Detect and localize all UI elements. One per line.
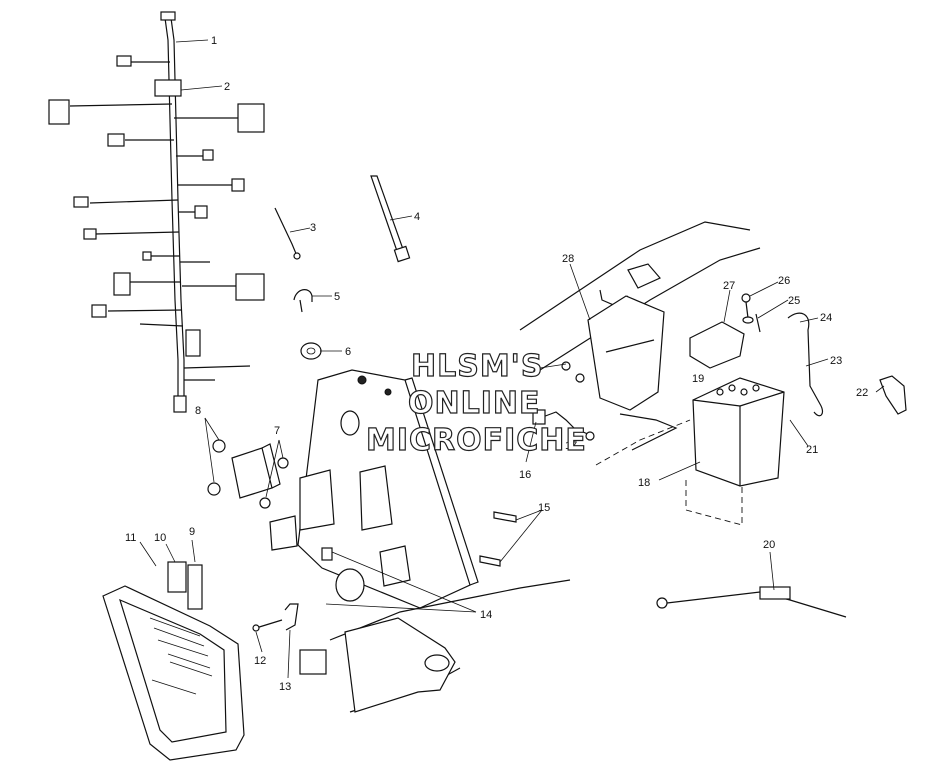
watermark-line-3: MICROFICHE (366, 423, 587, 458)
callout-13: 13 (279, 681, 291, 693)
mounting-plate[interactable] (269, 369, 479, 609)
part-26-bolt[interactable] (741, 293, 751, 319)
watermark-line-2: ONLINE (408, 386, 541, 421)
callout-7a: 7 (274, 425, 280, 437)
part-15-bolts[interactable] (479, 511, 517, 567)
part-5-clip[interactable] (293, 289, 313, 313)
part-4-bolt[interactable] (370, 175, 411, 263)
callout-18: 18 (638, 477, 650, 489)
callout-12: 12 (254, 655, 266, 667)
part-17-fasteners[interactable] (561, 361, 585, 383)
callout-labels: 1 2 3 4 5 6 7 7 8 9 10 11 12 13 14 15 16… (125, 35, 868, 693)
callout-22: 22 (856, 387, 868, 399)
part-12-screw[interactable] (252, 619, 283, 632)
watermark: HLSM'S ONLINE MICROFICHE (365, 348, 587, 458)
callout-7b: 7 (531, 364, 537, 376)
battery-box[interactable] (587, 295, 691, 466)
frame-lower[interactable] (299, 579, 571, 713)
part-22-boot[interactable] (879, 375, 907, 415)
callout-6: 6 (345, 346, 351, 358)
callout-27: 27 (723, 280, 735, 292)
callout-25: 25 (788, 295, 800, 307)
watermark-line-1: HLSM'S (411, 349, 543, 384)
callout-15: 15 (538, 502, 550, 514)
callout-16: 16 (519, 469, 531, 481)
callout-10: 10 (154, 532, 166, 544)
callout-3: 3 (310, 222, 316, 234)
callout-11: 11 (125, 532, 136, 544)
part-23-strap[interactable] (787, 312, 824, 417)
regulator-assembly[interactable] (207, 439, 289, 509)
callout-26: 26 (778, 275, 790, 287)
callout-1: 1 (211, 35, 217, 47)
wiring-harness[interactable] (48, 11, 265, 413)
battery[interactable] (685, 377, 785, 526)
callout-17: 17 (565, 440, 577, 452)
part-25-washer[interactable] (742, 313, 761, 333)
part-6-grommet[interactable] (300, 342, 322, 360)
callout-19: 19 (692, 373, 704, 385)
callout-4: 4 (414, 211, 420, 223)
part-9-bracket[interactable] (187, 564, 203, 610)
callout-14: 14 (480, 609, 492, 621)
callout-5: 5 (334, 291, 340, 303)
part-16-cable[interactable] (532, 409, 595, 441)
part-20-cable[interactable] (656, 586, 847, 618)
callout-2: 2 (224, 81, 230, 93)
callout-9: 9 (189, 526, 195, 538)
leader-lines (139, 39, 885, 679)
part-27-pad[interactable] (689, 321, 745, 369)
part-3-tie[interactable] (274, 207, 301, 260)
callout-8: 8 (195, 405, 201, 417)
callout-28: 28 (562, 253, 574, 265)
callout-24: 24 (820, 312, 832, 324)
part-13-bracket[interactable] (284, 603, 299, 631)
part-10-bracket[interactable] (167, 561, 187, 593)
callout-23: 23 (830, 355, 842, 367)
callout-21: 21 (806, 444, 818, 456)
front-guard[interactable] (102, 585, 245, 761)
callout-20: 20 (763, 539, 775, 551)
